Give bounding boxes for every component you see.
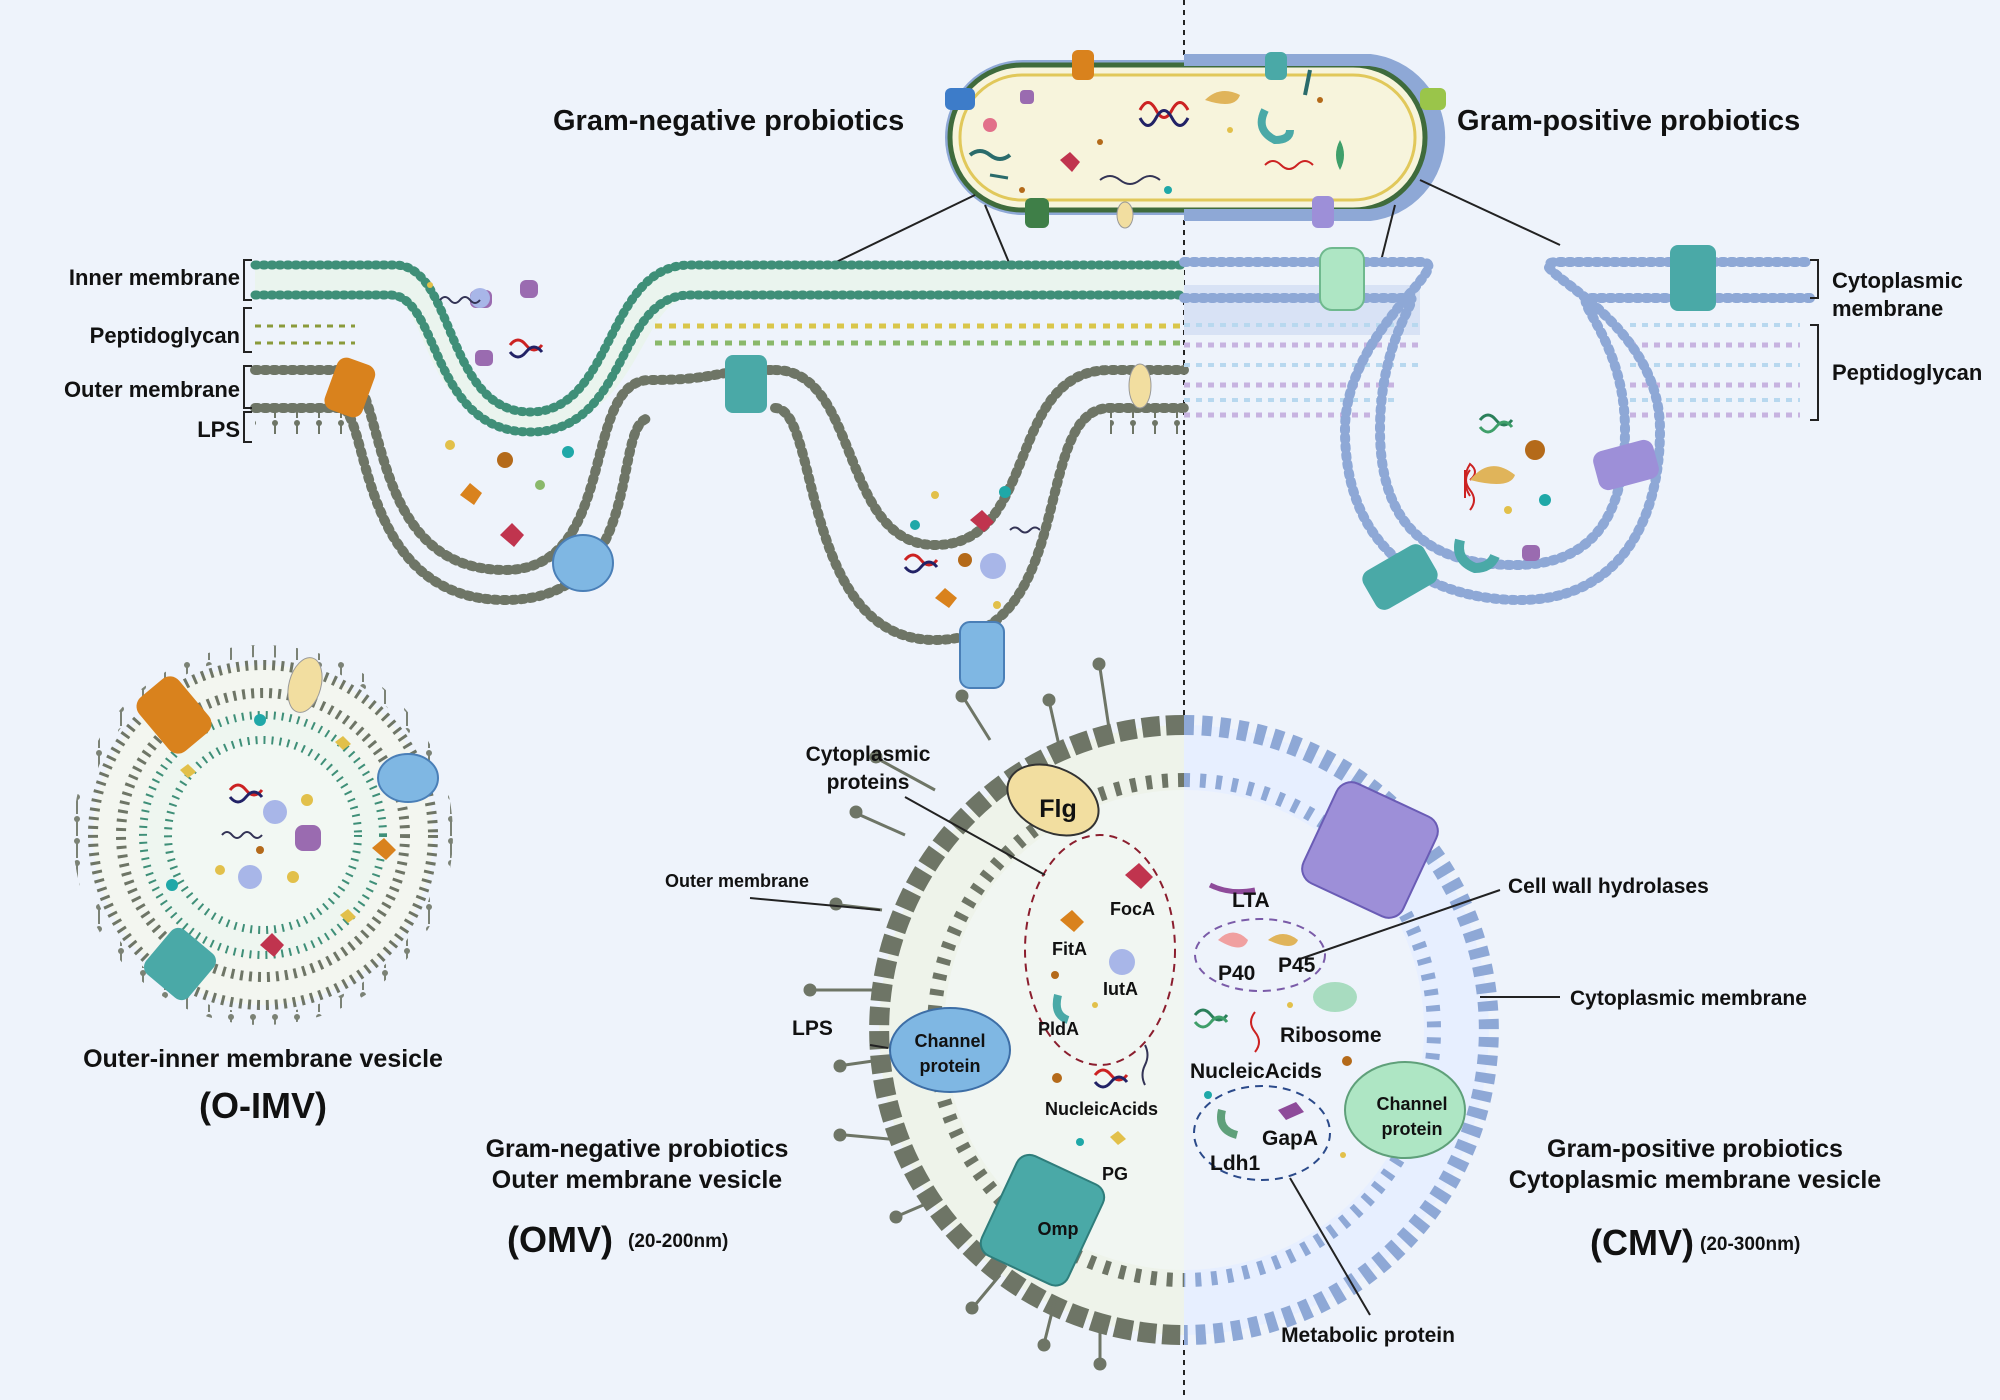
label-p45: P45 [1278, 954, 1316, 977]
omv-omp [979, 1153, 1106, 1287]
bacterium-cell [945, 50, 1446, 229]
oimv-porin-blue [377, 753, 439, 803]
label-lps-omv: LPS [792, 1017, 833, 1040]
label-channel-protein-omv-1: Channel [914, 1031, 985, 1051]
porin-blue-membrane-1 [552, 534, 614, 592]
omv-abbr: (OMV) [507, 1219, 613, 1260]
porin-teal [1265, 52, 1287, 80]
gram-positive-envelope [1179, 245, 1815, 610]
porin-lightgreen [1420, 88, 1446, 110]
label-foca: FocA [1110, 899, 1155, 919]
omv-channel-protein [889, 1007, 1011, 1093]
omv-caption-1: Gram-negative probiotics [486, 1135, 789, 1163]
label-channel-protein-cmv-1: Channel [1376, 1094, 1447, 1114]
porin-orange-membrane [324, 357, 376, 418]
porin-purple [1312, 196, 1334, 228]
label-cytoplasmic-proteins-1: Cytoplasmic [806, 743, 931, 766]
cmv-caption-2: Cytoplasmic membrane vesicle [1509, 1166, 1881, 1194]
channel-purple-membrane [1593, 439, 1659, 491]
label-metabolic-protein: Metabolic protein [1281, 1324, 1455, 1347]
label-fita: FitA [1052, 939, 1087, 959]
label-cell-wall-hydrolases: Cell wall hydrolases [1508, 875, 1709, 898]
cytoplasmic-proteins-group [1024, 834, 1176, 1066]
oimv-flg [287, 657, 323, 713]
label-gapa: GapA [1262, 1127, 1318, 1150]
cmv-size: (20-300nm) [1700, 1234, 1800, 1255]
cmv-caption-1: Gram-positive probiotics [1547, 1135, 1843, 1163]
omv-size: (20-200nm) [628, 1231, 728, 1252]
label-ribosome: Ribosome [1280, 1024, 1382, 1047]
gram-positive-title: Gram-positive probiotics [1457, 105, 1800, 137]
label-channel-protein-omv-2: protein [920, 1056, 981, 1076]
cell-wall-hydrolases-group [1194, 918, 1326, 992]
porin-green [1025, 198, 1049, 228]
cmv-abbr: (CMV) [1590, 1222, 1694, 1263]
label-lta: LTA [1232, 889, 1270, 912]
cmv-purple-channel [1301, 781, 1439, 919]
porin-blue-membrane-2 [959, 621, 1005, 689]
gram-negative-envelope [250, 260, 1189, 689]
oimv-porin-teal [143, 927, 217, 1001]
label-cytoplasmic-membrane-line2: membrane [1832, 296, 1943, 321]
channel-teal-membrane [1670, 245, 1716, 311]
porin-blue [945, 88, 975, 110]
label-omp: Omp [1037, 1219, 1078, 1239]
label-cytoplasmic-membrane-line1: Cytoplasmic [1832, 268, 1963, 293]
label-outer-membrane-left: Outer membrane [64, 377, 240, 402]
label-p40: P40 [1218, 962, 1255, 985]
oimv-abbr: (O-IMV) [199, 1085, 327, 1126]
label-nucleic-omv: NucleicAcids [1045, 1099, 1158, 1119]
porin-orange [1072, 50, 1094, 80]
label-flg: Flg [1039, 795, 1077, 823]
label-cytoplasmic-proteins-2: proteins [827, 771, 910, 794]
porin-teal-membrane [725, 355, 767, 413]
label-peptidoglycan-left: Peptidoglycan [90, 323, 240, 348]
label-channel-protein-cmv-2: protein [1382, 1119, 1443, 1139]
label-ldh1: Ldh1 [1210, 1152, 1260, 1175]
omv-caption-2: Outer membrane vesicle [492, 1166, 783, 1194]
gram-negative-title: Gram-negative probiotics [553, 105, 904, 137]
central-vesicle [803, 657, 1499, 1371]
cmv-channel-protein [1344, 1061, 1466, 1159]
label-cytoplasmic-membrane-cmv: Cytoplasmic membrane [1570, 987, 1807, 1010]
label-inner-membrane: Inner membrane [69, 265, 240, 290]
flg-membrane [1128, 363, 1152, 409]
channel-teal-bulge [1362, 544, 1438, 610]
metabolic-protein-group [1193, 1085, 1331, 1181]
oimv-vesicle [73, 645, 453, 1025]
label-lps-left: LPS [197, 417, 240, 442]
label-peptidoglycan-right: Peptidoglycan [1832, 360, 1982, 385]
oimv-porin-orange [136, 676, 212, 754]
oimv-caption: Outer-inner membrane vesicle [83, 1045, 443, 1073]
label-iuta: IutA [1103, 979, 1138, 999]
label-pg: PG [1102, 1164, 1128, 1184]
omv-flg [1006, 763, 1100, 837]
channel-green-membrane [1319, 247, 1365, 311]
label-plda: PldA [1038, 1019, 1079, 1039]
label-outer-membrane-omv: Outer membrane [665, 871, 809, 891]
label-nucleic-cmv: NucleicAcids [1190, 1060, 1322, 1083]
